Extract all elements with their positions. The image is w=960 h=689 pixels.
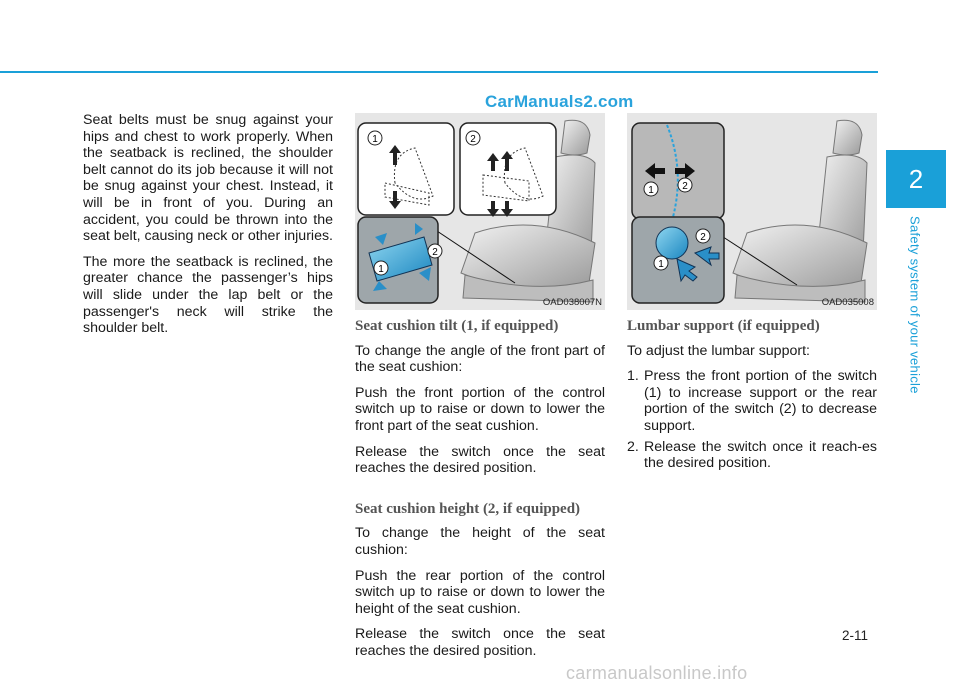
switch-lumbar-label-1: 1 (658, 259, 664, 270)
chapter-title: Safety system of your vehicle (903, 216, 927, 406)
figure-lumbar-support: 1 2 1 2 OAD035008 (627, 113, 877, 310)
list-item: 1. Press the front portion of the switch… (627, 368, 877, 434)
switch-label-2: 2 (432, 247, 438, 258)
tilt-paragraph-1: To change the angle of the front part of… (355, 342, 605, 376)
tilt-paragraph-2: Push the front portion of the control sw… (355, 384, 605, 434)
lumbar-label-2: 2 (682, 181, 688, 192)
paragraph-seatbelt-snug: Seat belts must be snug against your hip… (83, 112, 333, 245)
height-paragraph-2: Push the rear portion of the control swi… (355, 567, 605, 617)
column-3: Lumbar support (if equipped) To adjust t… (627, 318, 877, 476)
height-paragraph-3: Release the switch once the seat reaches… (355, 626, 605, 659)
chapter-title-text: Safety system of your vehicle (907, 216, 923, 394)
watermark-top: CarManuals2.com (485, 92, 634, 111)
page-number: 2-11 (842, 628, 869, 643)
column-1: Seat belts must be snug against your hip… (83, 112, 333, 346)
figure-code: OAD038007N (542, 297, 602, 308)
watermark-bottom: carmanualsonline.info (566, 663, 748, 683)
step-number: 1. (627, 368, 639, 385)
column-2: Seat cushion tilt (1, if equipped) To ch… (355, 318, 605, 669)
heading-seat-cushion-height: Seat cushion height (2, if equipped) (355, 500, 581, 517)
step-text: Press the front portion of the switch (1… (644, 368, 877, 434)
step-number: 2. (627, 438, 639, 455)
heading-seat-cushion-tilt: Seat cushion tilt (1, if equipped) (355, 318, 559, 334)
height-paragraph-1: To change the height of the seat cushion… (355, 525, 605, 558)
list-item: 2. Release the switch once it reach-es t… (627, 439, 877, 472)
figure-seat-cushion: 1 2 1 2 OAD038007N (355, 113, 605, 310)
paragraph-seatback-reclined: The more the seatback is reclined, the g… (83, 253, 333, 337)
step-text: Release the switch once it reach-es the … (644, 438, 877, 472)
seat-cushion-illustration: 1 2 1 2 (357, 119, 596, 304)
lumbar-steps: 1. Press the front portion of the switch… (627, 368, 877, 472)
lumbar-label-1: 1 (648, 185, 654, 196)
tilt-paragraph-3: Release the switch once the seat reaches… (355, 443, 605, 477)
switch-lumbar-label-2: 2 (700, 232, 706, 243)
heading-lumbar-support: Lumbar support (if equipped) (627, 318, 820, 334)
top-rule (0, 71, 878, 73)
lumbar-intro: To adjust the lumbar support: (627, 342, 810, 359)
inset1-label: 1 (372, 134, 378, 145)
inset2-label: 2 (470, 134, 476, 145)
figure-code: OAD035008 (821, 297, 874, 308)
chapter-tab: 2 (886, 150, 946, 208)
switch-label-1: 1 (378, 264, 384, 275)
lumbar-illustration: 1 2 1 2 (631, 119, 868, 304)
